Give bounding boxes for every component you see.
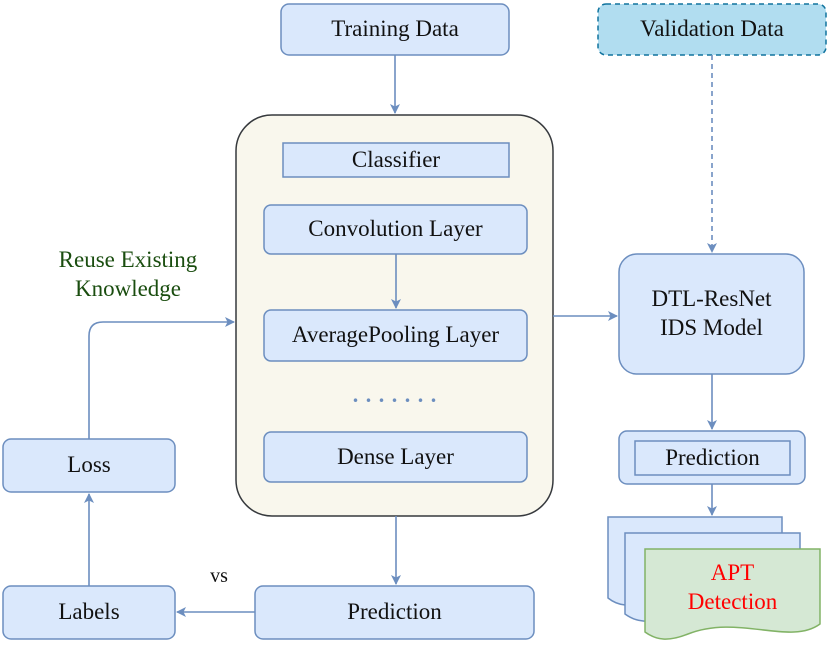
apt-detection-label: APT Detection — [645, 553, 820, 623]
document-front — [644, 548, 821, 640]
dense-layer-box — [263, 431, 528, 483]
model-label-line1: DTL-ResNet — [651, 286, 772, 312]
validation-data-label: Validation Data — [640, 16, 784, 42]
validation-data-box — [597, 3, 827, 56]
reuse-line2: Knowledge — [74, 276, 182, 301]
reuse-line1: Reuse Existing — [58, 247, 198, 273]
vs-annotation: vs — [210, 564, 228, 587]
average-pooling-layer-label: AveragePooling Layer — [291, 322, 500, 348]
training-data-label: Training Data — [331, 16, 459, 42]
convolution-layer-label: Convolution Layer — [308, 216, 483, 242]
classifier-box — [282, 142, 510, 178]
arrow-loss-to-container — [88, 317, 235, 439]
loss-label: Loss — [67, 452, 111, 478]
model-label-line2: IDS Model — [660, 315, 763, 340]
reuse-knowledge-annotation: Reuse Existing Knowledge — [30, 240, 226, 310]
dense-layer-label: Dense Layer — [337, 443, 454, 469]
average-pooling-layer-box — [263, 309, 528, 362]
ellipsis-label: . . . . . . . — [352, 382, 438, 408]
apt-detection-line1: APT — [710, 560, 755, 586]
labels-label: Labels — [58, 599, 120, 625]
apt-detection-line2: Detection — [687, 589, 778, 614]
prediction-main-label: Prediction — [347, 599, 442, 625]
model-label: DTL-ResNet IDS Model — [619, 254, 804, 374]
classifier-label: Classifier — [351, 146, 441, 172]
prediction-right-label: Prediction — [665, 444, 760, 470]
prediction-right-inner-box — [634, 440, 791, 476]
